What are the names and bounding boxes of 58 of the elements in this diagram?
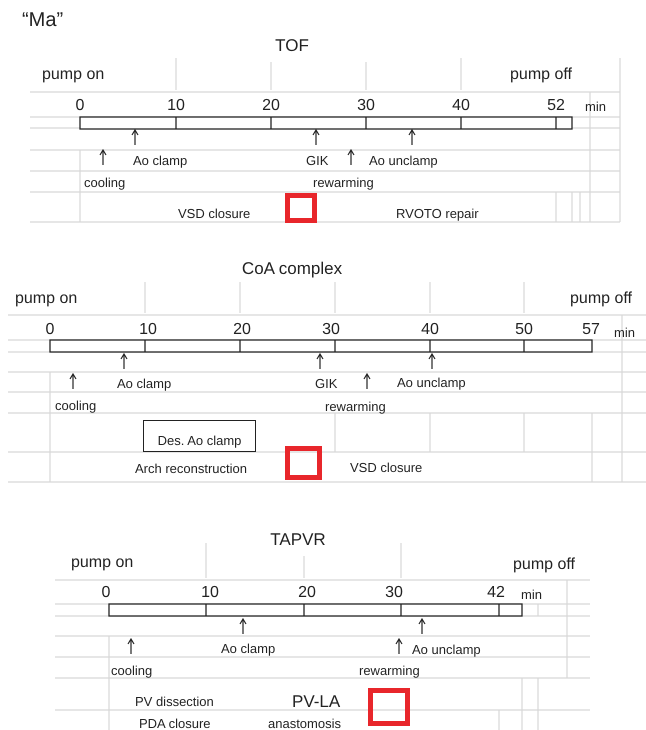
event-label: Ao clamp <box>133 154 188 166</box>
unit-label: min <box>521 588 542 600</box>
panel-title: CoA complex <box>242 260 342 276</box>
event-label: GIK <box>315 376 338 390</box>
marker-box <box>285 446 322 480</box>
unit-label: min <box>614 326 635 338</box>
tick-label: 40 <box>421 322 439 338</box>
marker-box <box>368 688 410 726</box>
step-label: VSD closure <box>350 460 422 474</box>
event-label: cooling <box>84 176 126 188</box>
tick-label: 0 <box>102 585 110 601</box>
event-label: pump off <box>513 557 575 573</box>
figure-label: “Ma” <box>22 10 64 30</box>
box-label: Des. Ao clamp <box>158 434 242 447</box>
event-label: cooling <box>111 664 152 676</box>
event-label: Ao clamp <box>221 642 276 654</box>
unit-label: min <box>585 100 606 112</box>
tick-label: 10 <box>201 585 219 601</box>
tick-label: 10 <box>167 98 185 114</box>
event-label: Ao unclamp <box>397 376 466 388</box>
panel-title: TAPVR <box>270 530 326 548</box>
tick-label: 30 <box>322 322 340 338</box>
event-label: Ao unclamp <box>412 642 481 656</box>
step-label: PV dissection <box>135 694 214 708</box>
event-label: pump on <box>15 291 78 307</box>
tick-label: 50 <box>515 322 533 338</box>
event-label: pump on <box>71 555 134 571</box>
tick-label: 0 <box>76 98 84 114</box>
event-label: rewarming <box>359 664 420 676</box>
step-label: VSD closure <box>178 206 250 220</box>
event-label: Ao clamp <box>117 376 172 390</box>
tick-label: 30 <box>357 98 375 114</box>
event-label: GIK <box>306 154 328 166</box>
tick-label: 57 <box>582 322 600 338</box>
panel-title: TOF <box>275 36 309 54</box>
event-label: pump off <box>570 291 632 307</box>
marker-box <box>285 193 317 223</box>
step-label: Arch reconstruction <box>135 462 247 474</box>
tick-label: 30 <box>385 585 403 601</box>
tick-label: 52 <box>547 98 565 114</box>
event-label: Ao unclamp <box>369 154 438 166</box>
tick-label: 20 <box>262 98 280 114</box>
tick-label: 42 <box>487 585 505 601</box>
event-label: pump off <box>510 67 572 83</box>
tick-label: 20 <box>233 322 251 338</box>
event-label: rewarming <box>313 176 374 188</box>
tick-label: 10 <box>139 322 157 338</box>
tick-label: 0 <box>46 322 54 338</box>
step-label: PDA closure <box>139 716 211 730</box>
event-label: cooling <box>55 398 96 412</box>
event-label: pump on <box>42 67 104 83</box>
step-label: anastomosis <box>268 716 341 730</box>
tick-label: 40 <box>452 98 470 114</box>
tick-label: 20 <box>298 585 316 601</box>
step-label: RVOTO repair <box>396 206 479 220</box>
process-box <box>143 420 256 452</box>
event-label: rewarming <box>325 400 386 412</box>
step-label: PV-LA <box>292 692 340 710</box>
